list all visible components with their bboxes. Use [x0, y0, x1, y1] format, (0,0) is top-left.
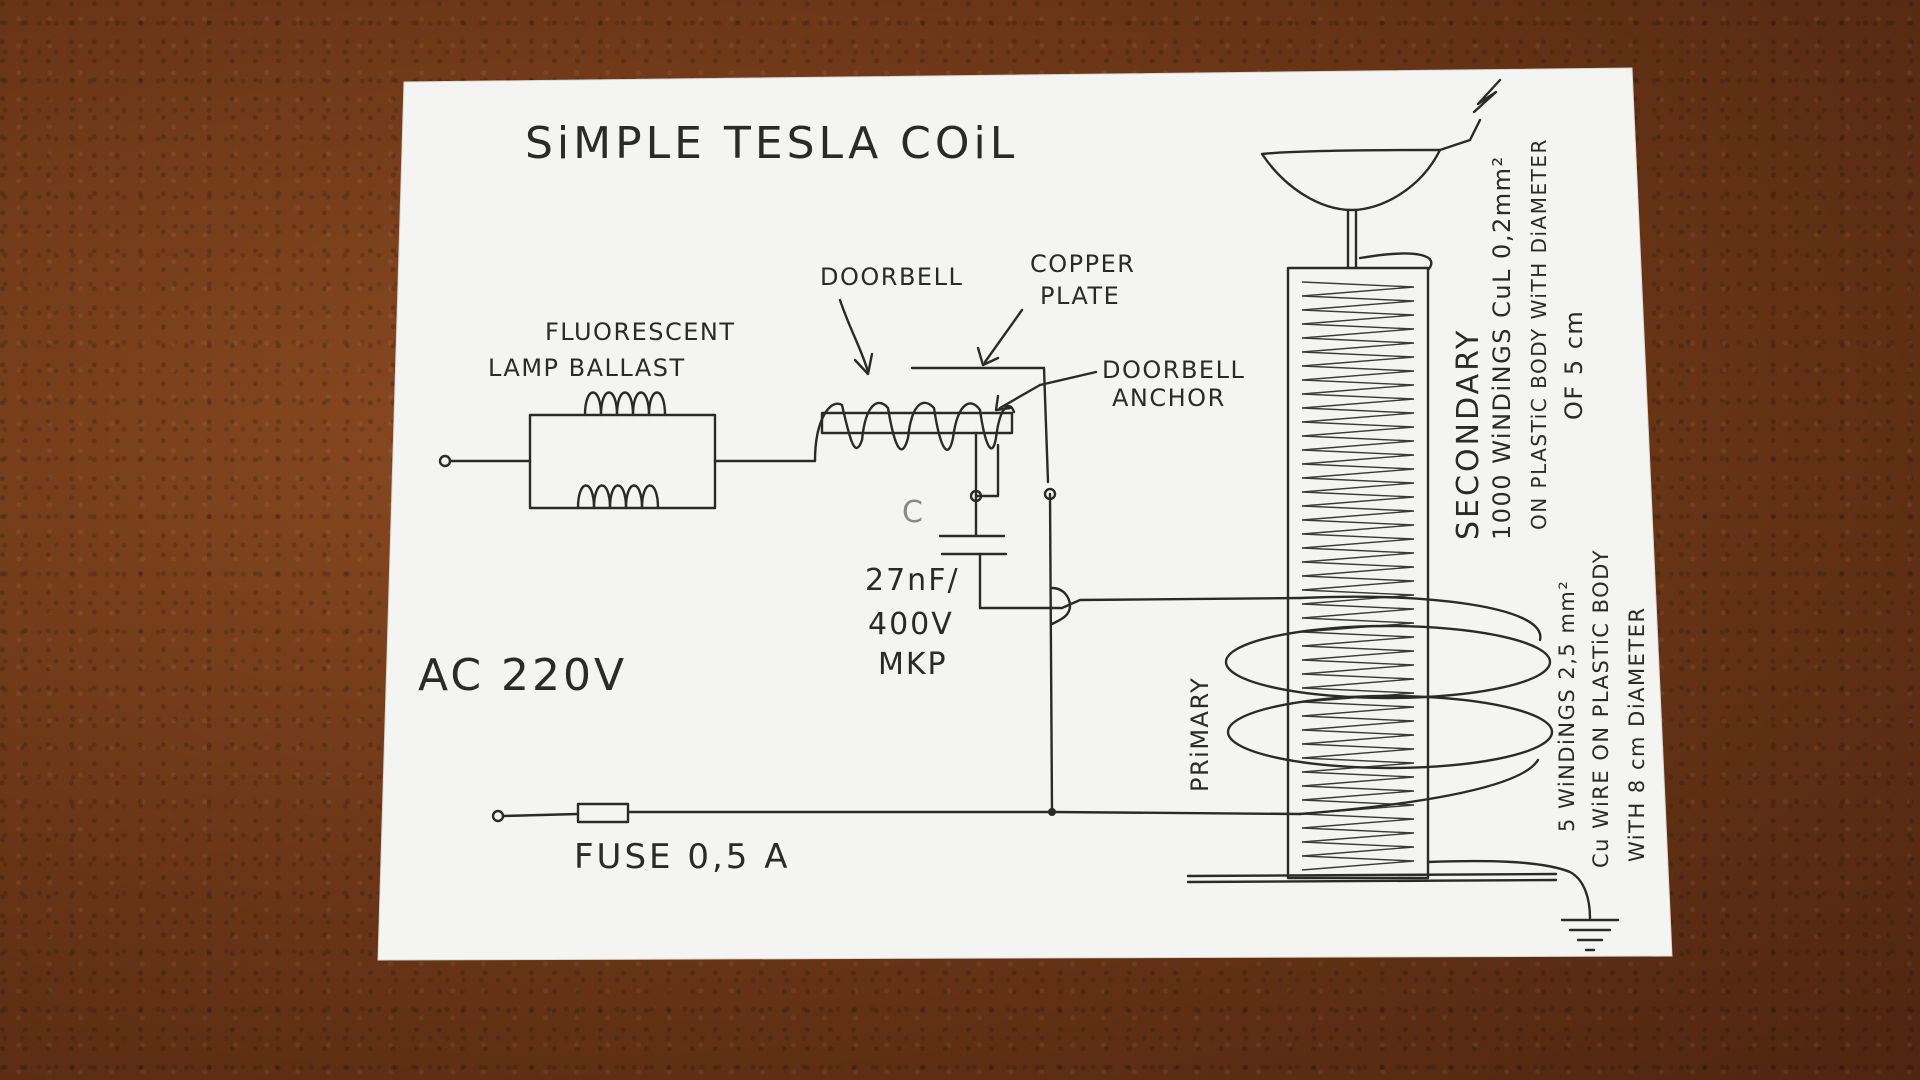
primary-label: PRiMARY [1186, 677, 1214, 792]
diagram-title: SiMPLE TESLA COiL [525, 118, 1018, 169]
doorbell-coil [813, 401, 1016, 463]
capacitor-value-1: 27nF/ [865, 563, 960, 598]
primary-spec-1: 5 WiNDiNGS 2,5 mm² [1555, 580, 1579, 832]
capacitor-value-3: MKP [878, 647, 948, 682]
ballast-inductor-top [583, 391, 667, 417]
secondary-windings [1301, 281, 1415, 871]
capacitor-symbol: C [902, 495, 923, 530]
supply-label: AC 220V [418, 650, 627, 701]
secondary-spec-2: ON PLASTiC BODY WiTH DiAMETER [1527, 138, 1551, 530]
primary-spec-3: WiTH 8 cm DiAMETER [1625, 606, 1649, 862]
fuse-label: FUSE 0,5 A [574, 837, 790, 877]
ballast-label-2: LAMP BALLAST [488, 354, 686, 382]
secondary-winding-trace [1301, 281, 1415, 871]
top-load-bowl [1260, 148, 1442, 212]
primary-spec-2: Cu WiRE ON PLASTiC BODY [1589, 549, 1613, 868]
capacitor-value-2: 400V [868, 607, 954, 642]
secondary-spec-3: OF 5 cm [1560, 310, 1588, 420]
doorbell-label: DOORBELL [820, 263, 963, 291]
coil-base [1186, 872, 1558, 878]
ballast-label-1: FLUORESCENT [545, 318, 736, 346]
spark-icon [1438, 78, 1502, 152]
secondary-coil-body [1286, 266, 1430, 880]
primary-coil [1224, 595, 1554, 816]
ground-symbol [1560, 918, 1620, 952]
copper-plate-label-1: COPPER [1030, 250, 1135, 278]
secondary-spec-1: 1000 WiNDiNGS CuL 0,2mm² [1488, 155, 1516, 540]
paper-sheet [377, 67, 1673, 961]
anchor-label-1: DOORBELL [1102, 356, 1245, 384]
doorbell-core [820, 411, 1014, 435]
copper-plate-label-2: PLATE [1040, 282, 1120, 310]
ballast-inductor-bottom [576, 484, 660, 510]
anchor-label-2: ANCHOR [1112, 384, 1226, 412]
secondary-label: SECONDARY [1451, 328, 1486, 540]
